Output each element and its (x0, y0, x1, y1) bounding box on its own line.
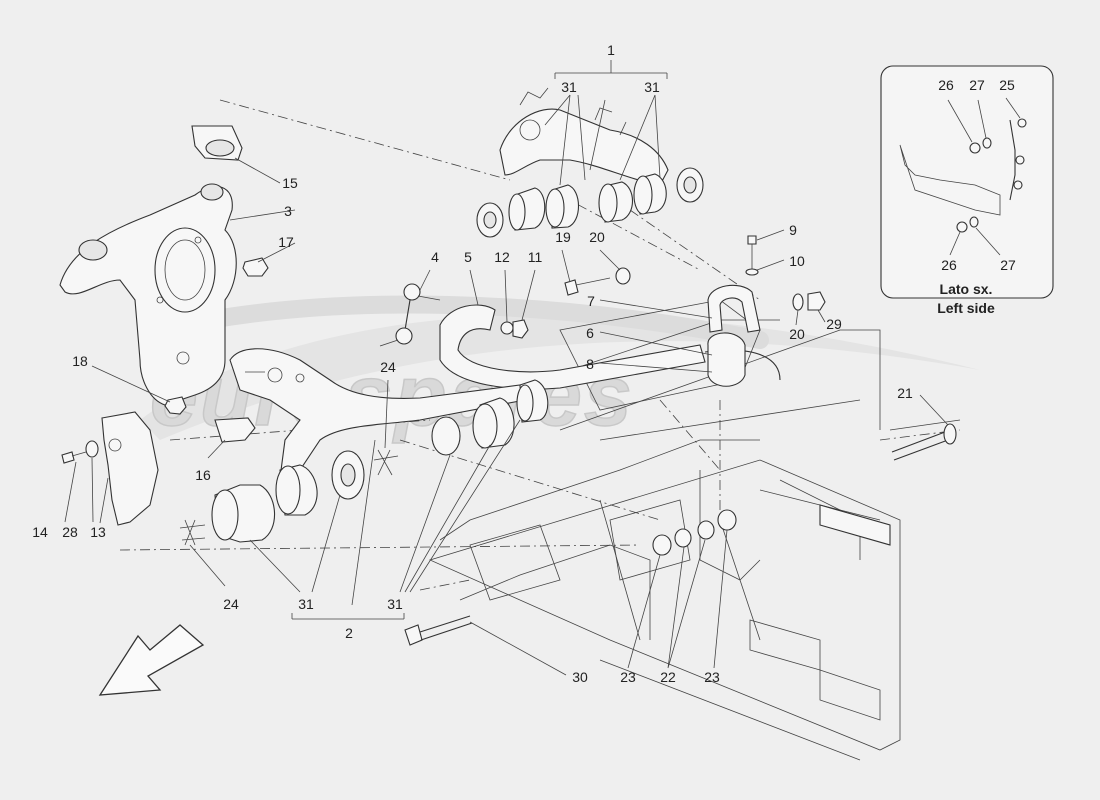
clamp-bracket (191, 125, 243, 161)
callout-14: 14 (32, 524, 48, 540)
callout-23-left: 23 (620, 669, 636, 685)
callout-29: 29 (826, 316, 842, 332)
callout-23-right: 23 (704, 669, 720, 685)
callout-22: 22 (660, 669, 676, 685)
callout-11: 11 (528, 249, 543, 265)
callout-6: 6 (586, 325, 594, 341)
callout-24-center: 24 (380, 359, 396, 375)
callout-19: 19 (555, 229, 571, 245)
callout-18: 18 (72, 353, 88, 369)
callout-21: 21 (897, 385, 913, 401)
callout-13: 13 (90, 524, 106, 540)
callout-12: 12 (494, 249, 510, 265)
retaining-clips (179, 449, 399, 546)
splash-shield (101, 411, 159, 526)
callout-30: 30 (572, 669, 588, 685)
inset-callout-26-bottom: 26 (941, 257, 957, 273)
bolt-and-washer (745, 235, 759, 276)
inset-callout-26-top: 26 (938, 77, 954, 93)
callout-8: 8 (586, 356, 594, 372)
callout-16: 16 (195, 467, 211, 483)
callout-20-top: 20 (589, 229, 605, 245)
callout-1: 1 (607, 42, 615, 58)
lower-arm-bushings (211, 379, 549, 543)
callout-31-top-left: 31 (561, 79, 577, 95)
inset-label-italian: Lato sx. (940, 281, 993, 297)
callout-20-right: 20 (789, 326, 805, 342)
callout-31-bottom-left: 31 (298, 596, 314, 612)
callout-31-top-right: 31 (644, 79, 660, 95)
callout-4: 4 (431, 249, 439, 265)
callout-24-bottom: 24 (223, 596, 239, 612)
inset-left-side (880, 65, 1054, 299)
inset-callout-27-bottom: 27 (1000, 257, 1016, 273)
direction-arrow-icon (98, 624, 205, 696)
nut (242, 257, 269, 277)
steering-knuckle (59, 183, 237, 406)
callout-10: 10 (789, 253, 805, 269)
screw-and-washer (61, 440, 99, 464)
callout-2: 2 (345, 625, 353, 641)
leader-lines (64, 60, 949, 676)
watermark-swoosh (140, 295, 980, 440)
bolt-30 (404, 615, 473, 646)
callout-28: 28 (62, 524, 78, 540)
callout-15: 15 (282, 175, 298, 191)
callout-3: 3 (284, 203, 292, 219)
stabilizer-link (379, 283, 441, 347)
upper-arm-bushings (476, 167, 704, 238)
callout-31-bottom-right: 31 (387, 596, 403, 612)
callout-7: 7 (587, 293, 595, 309)
lower-control-arm (229, 348, 526, 479)
callout-labels: 1 31 31 15 3 17 9 10 4 5 12 11 19 20 7 6… (32, 42, 1016, 685)
washer-nut-right (792, 291, 826, 311)
inset-callout-25: 25 (999, 77, 1015, 93)
bolt-21 (891, 423, 957, 461)
bolt-19 (564, 267, 631, 296)
callout-5: 5 (464, 249, 472, 265)
callout-17: 17 (278, 234, 294, 250)
washer-stack (652, 509, 737, 556)
nut-pair (500, 319, 529, 339)
inset-label-english: Left side (937, 300, 995, 316)
inset-callout-27-top: 27 (969, 77, 985, 93)
nut-small (164, 396, 187, 415)
callout-9: 9 (789, 222, 797, 238)
bar-clamp (707, 284, 761, 387)
bracket (214, 417, 256, 443)
